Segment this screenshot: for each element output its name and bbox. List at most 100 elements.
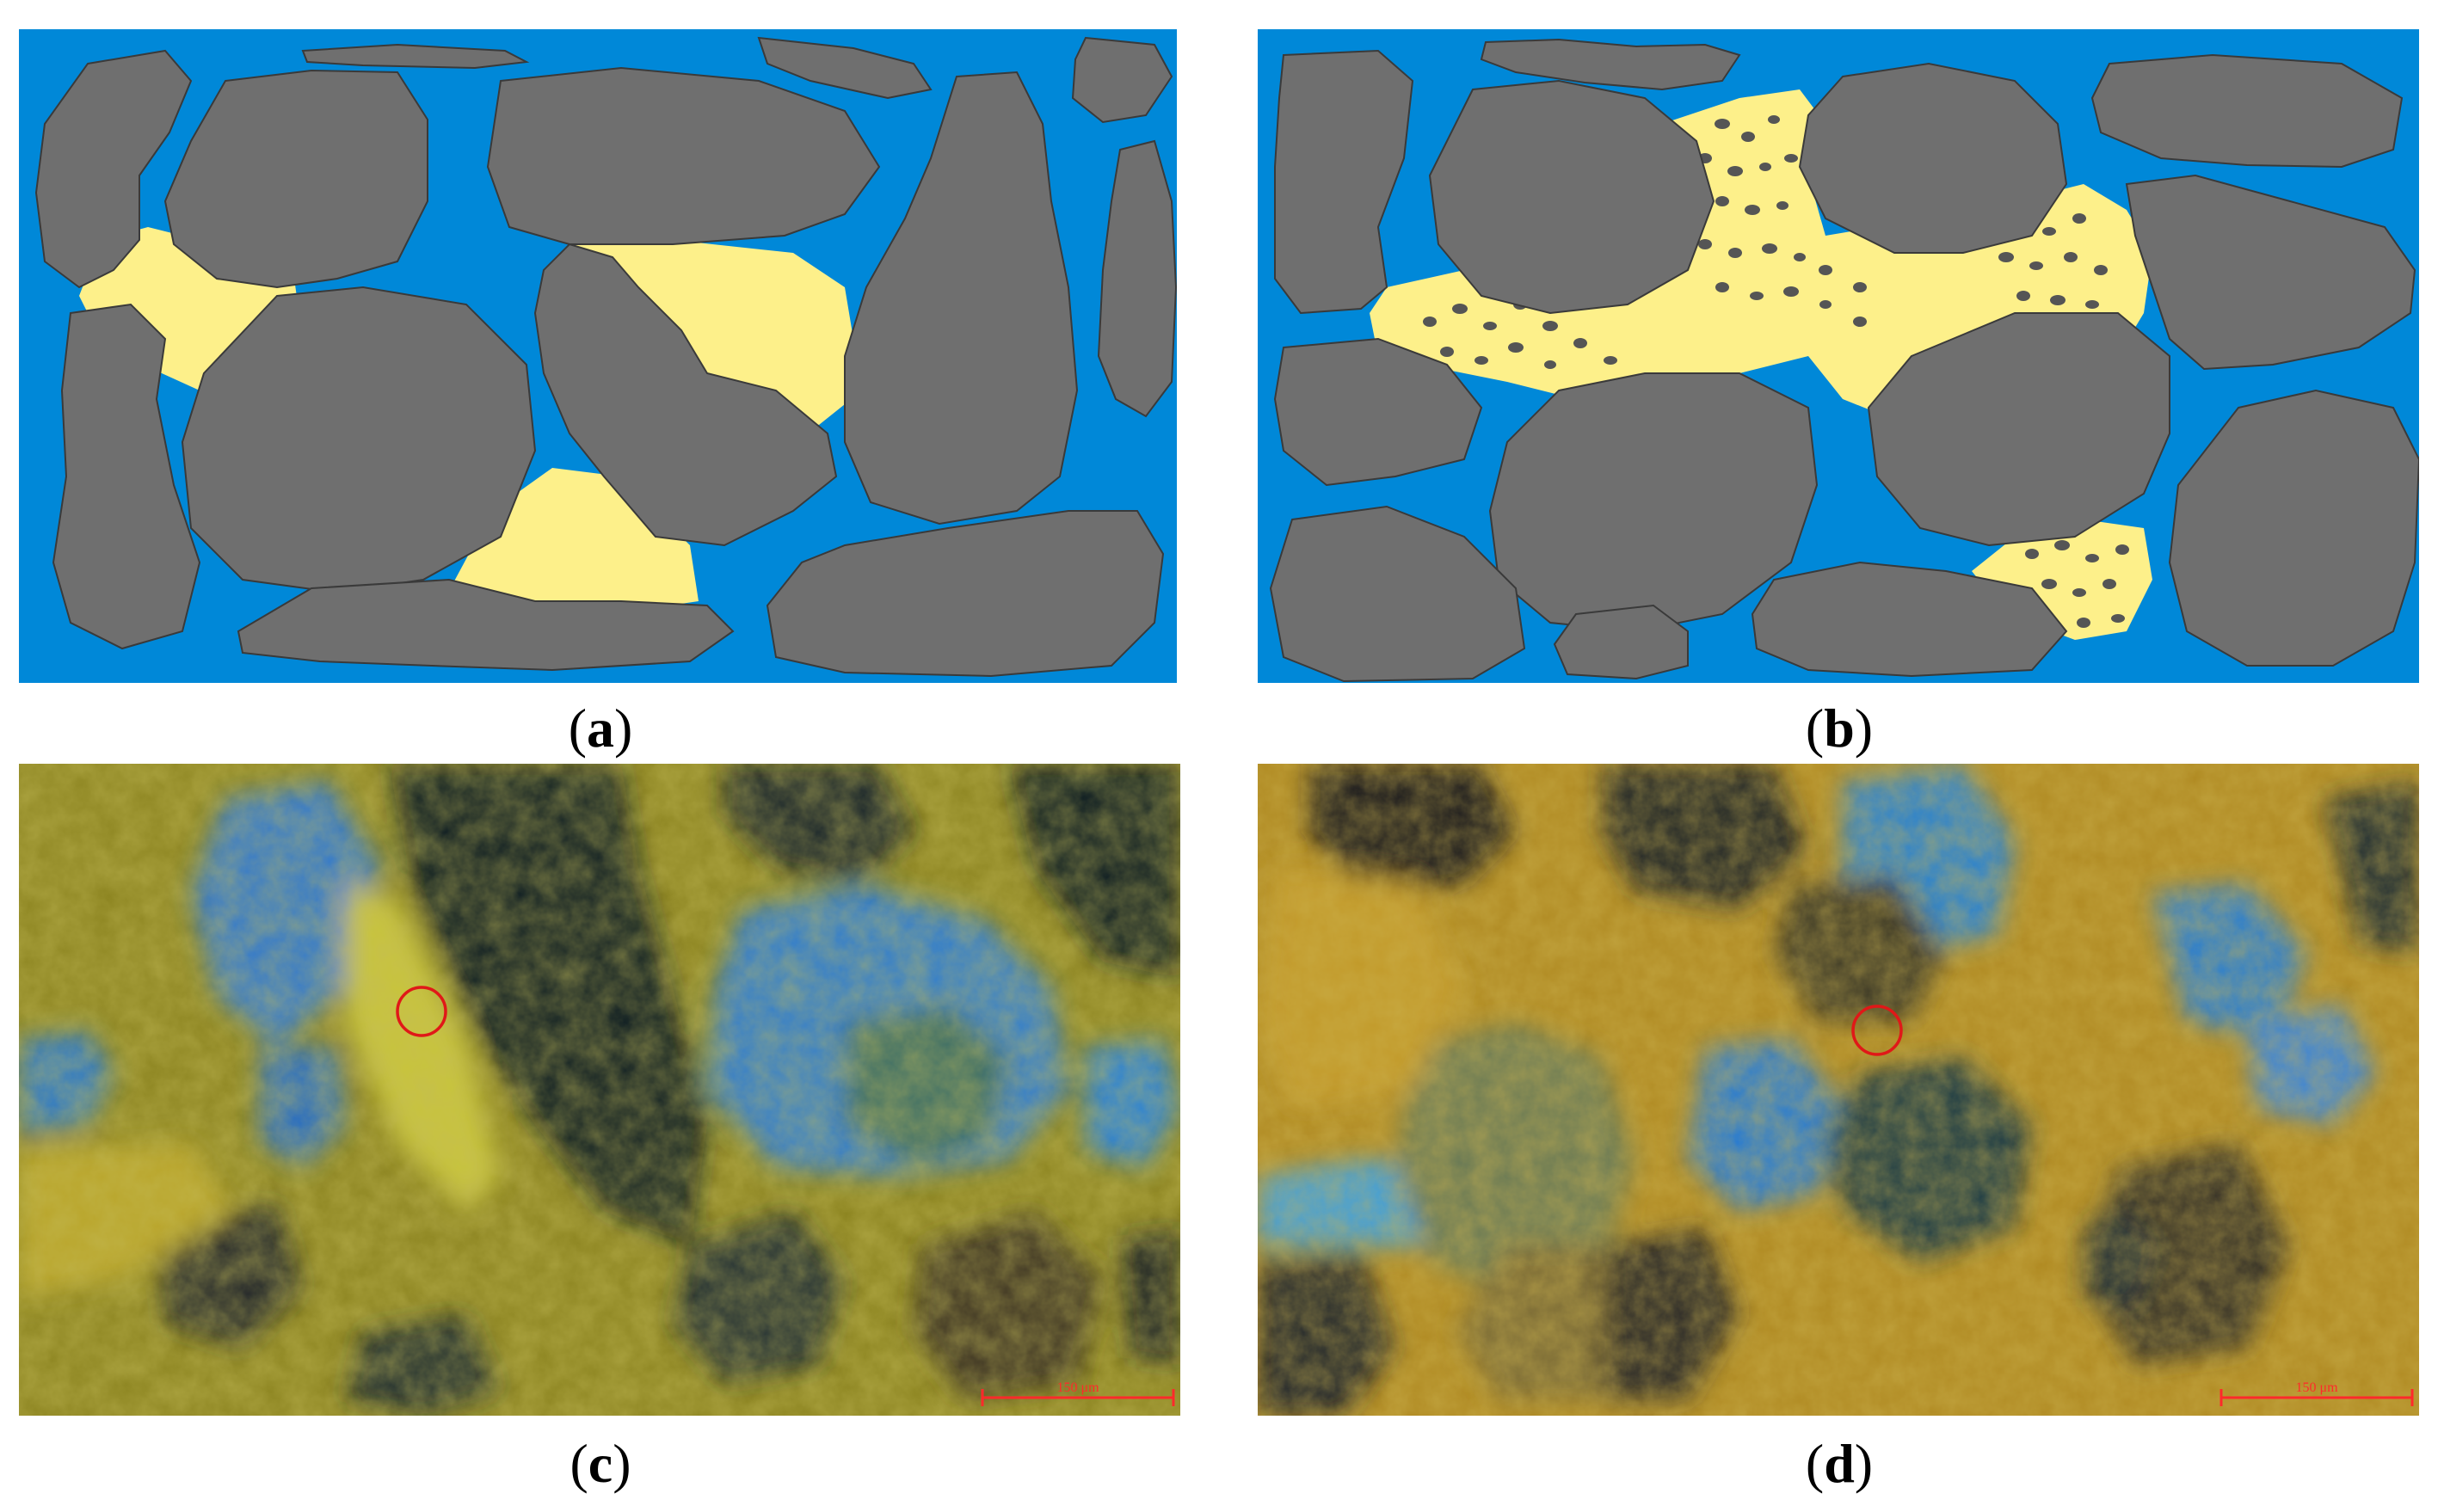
- particle: [1715, 282, 1729, 292]
- particle: [1998, 252, 2014, 262]
- particle: [1508, 342, 1524, 353]
- particle: [1440, 347, 1454, 357]
- particle: [1698, 239, 1712, 249]
- caption-panel-d: (d): [1805, 1433, 1874, 1494]
- particle: [2050, 295, 2066, 305]
- caption-letter: d: [1824, 1433, 1855, 1494]
- particle: [1542, 321, 1558, 331]
- grain: [181, 286, 537, 594]
- cement-patch: [569, 240, 862, 425]
- caption-letter: a: [587, 698, 614, 759]
- particle: [2064, 252, 2078, 262]
- caption-panel-c: (c): [569, 1433, 631, 1494]
- grain: [1273, 337, 1483, 487]
- grain: [52, 303, 201, 650]
- particle: [1452, 304, 1468, 314]
- marker-circle: [1851, 1005, 1903, 1056]
- grain: [1751, 561, 2068, 678]
- scale-bar: 150 μm: [981, 1380, 1175, 1406]
- grain: [1097, 139, 1177, 418]
- particle: [1728, 248, 1742, 258]
- grain: [1269, 505, 1526, 683]
- grain: [844, 71, 1079, 526]
- particle: [2115, 544, 2129, 555]
- scale-bar-label: 150 μm: [2295, 1380, 2338, 1395]
- caption-panel-b: (b): [1805, 698, 1874, 759]
- particle: [1573, 338, 1587, 348]
- particle: [1544, 360, 1556, 369]
- panel-d-svg: 150 μm: [1258, 764, 2419, 1416]
- particle: [1762, 243, 1777, 254]
- particle: [1715, 196, 1729, 206]
- panel-a-schematic: [19, 29, 1177, 683]
- particle: [1750, 292, 1764, 300]
- particle: [1604, 356, 1617, 365]
- grain: [1428, 79, 1715, 315]
- grain: [1553, 604, 1689, 680]
- particle: [1759, 163, 1771, 171]
- panel-a-svg: [19, 29, 1177, 683]
- particle: [2072, 213, 2086, 224]
- particle: [1819, 300, 1832, 309]
- caption-panel-a: (a): [568, 698, 633, 759]
- particle: [2111, 614, 2125, 623]
- cement-patch: [1370, 89, 2152, 416]
- scale-bar-label: 150 μm: [1056, 1380, 1099, 1395]
- particle: [2072, 588, 2086, 597]
- grain: [486, 66, 881, 245]
- particle: [2029, 261, 2043, 270]
- grain: [1798, 62, 2068, 254]
- caption-letter: b: [1824, 698, 1855, 759]
- particle: [2041, 579, 2057, 589]
- grain: [2125, 174, 2416, 371]
- grain: [237, 578, 735, 672]
- grain: [301, 43, 530, 70]
- grain: [1480, 38, 1741, 91]
- particle: [1483, 322, 1497, 330]
- particle: [2054, 540, 2070, 550]
- particle: [2042, 227, 2056, 236]
- particle: [2077, 618, 2090, 628]
- particle: [1853, 317, 1867, 327]
- grain: [1071, 36, 1173, 124]
- particle: [1727, 166, 1743, 176]
- panel-d-micrograph: 150 μm: [1258, 764, 2419, 1416]
- particle: [1474, 356, 1488, 365]
- grain: [2090, 53, 2404, 169]
- particle: [1784, 154, 1798, 163]
- grain: [757, 36, 933, 100]
- panel-c-svg: 150 μm: [19, 764, 1180, 1416]
- particle: [2085, 300, 2099, 309]
- particle: [1794, 253, 1806, 261]
- grain: [1488, 372, 1819, 633]
- particle: [1423, 317, 1437, 327]
- particle: [2102, 579, 2116, 589]
- grains: [34, 36, 1177, 678]
- particle: [1768, 115, 1780, 124]
- scale-bar: 150 μm: [2219, 1380, 2414, 1406]
- particle: [2085, 554, 2099, 562]
- caption-letter: c: [588, 1433, 613, 1494]
- particle: [1783, 286, 1799, 297]
- micrograph-texture: [19, 764, 1180, 1416]
- panel-b-schematic: [1258, 29, 2419, 683]
- panel-b-svg: [1258, 29, 2419, 683]
- particle: [1776, 201, 1788, 210]
- particle: [1819, 265, 1832, 275]
- particle: [1715, 119, 1730, 129]
- grain: [1274, 49, 1414, 315]
- micrograph-texture: [1258, 764, 2419, 1416]
- grain: [766, 510, 1165, 678]
- dispersed-particles: [1423, 115, 2129, 628]
- particle: [2025, 549, 2039, 559]
- grain: [163, 69, 428, 289]
- particle: [1741, 132, 1755, 142]
- grains: [1269, 38, 2419, 683]
- grain: [34, 49, 193, 289]
- particle: [2094, 265, 2108, 275]
- panel-c-micrograph: 150 μm: [19, 764, 1180, 1416]
- grain: [2168, 389, 2419, 667]
- grain: [1867, 312, 2170, 547]
- particle: [2016, 291, 2030, 301]
- particle: [1853, 282, 1867, 292]
